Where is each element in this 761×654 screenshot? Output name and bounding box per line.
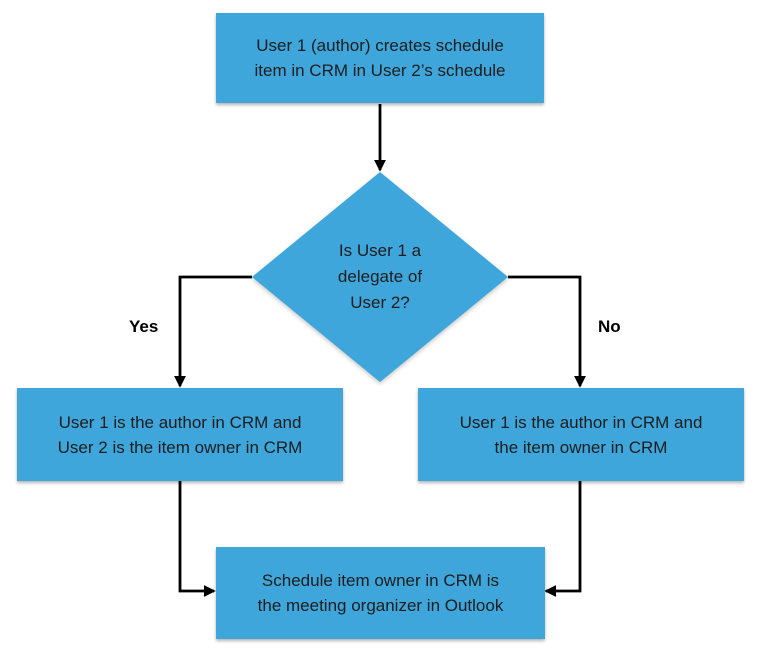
node-yes-outcome: User 1 is the author in CRM and User 2 i… bbox=[17, 388, 343, 481]
node-yes-outcome-label: User 1 is the author in CRM and User 2 i… bbox=[57, 412, 303, 457]
node-start-label: User 1 (author) creates schedule item in… bbox=[254, 36, 506, 80]
node-decision-label: Is User 1 a delegate of User 2? bbox=[337, 241, 423, 312]
node-end-meeting-organizer: Schedule item owner in CRM is the meetin… bbox=[216, 547, 545, 639]
node-decision-is-delegate: Is User 1 a delegate of User 2? bbox=[252, 172, 508, 382]
node-no-outcome: User 1 is the author in CRM and the item… bbox=[418, 388, 744, 481]
edge-no-to-end bbox=[544, 481, 582, 597]
node-no-outcome-label: User 1 is the author in CRM and the item… bbox=[459, 412, 703, 457]
edge-yes-to-end bbox=[178, 481, 216, 597]
edge-label-yes: Yes bbox=[129, 317, 159, 336]
edge-decision-to-yes bbox=[174, 275, 252, 388]
node-end-label: Schedule item owner in CRM is the meetin… bbox=[257, 571, 504, 615]
node-start-create-schedule-item: User 1 (author) creates schedule item in… bbox=[216, 13, 544, 103]
edge-decision-to-no bbox=[508, 275, 586, 388]
edge-label-no: No bbox=[598, 317, 621, 336]
